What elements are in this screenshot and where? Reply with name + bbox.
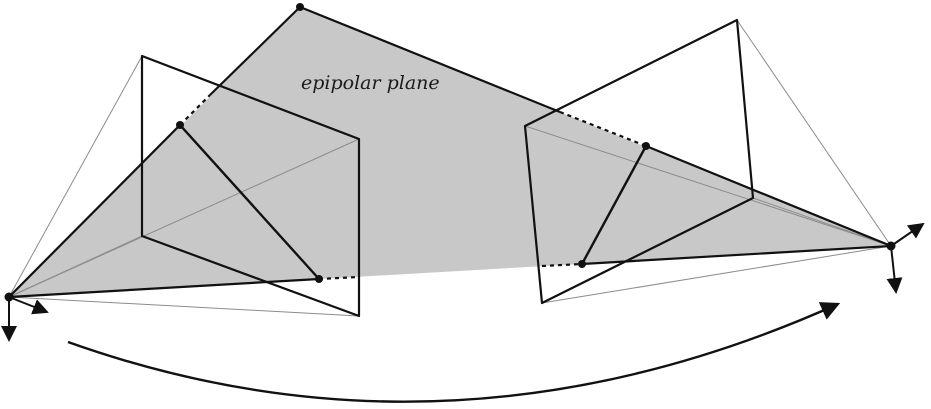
left-projection-ray [8, 6, 301, 298]
left-camera-axes [1, 296, 49, 342]
right-image-plane [523, 18, 755, 305]
baseline [8, 244, 892, 299]
right-projection-ray [299, 5, 892, 248]
right-camera-axes [886, 222, 925, 294]
camera-motion-arrow [67, 302, 841, 403]
left-epipole [315, 275, 323, 283]
left-camera-frustum-rays [8, 55, 360, 317]
left-image-plane [140, 54, 361, 318]
right-camera-frustum-rays [524, 19, 892, 304]
epipolar-plane [9, 7, 891, 297]
left-image-point [176, 121, 184, 129]
right-epipolar-line [580, 145, 648, 265]
right-image-point [642, 142, 650, 150]
right-epipole [578, 260, 586, 268]
left-epipolar-line [179, 124, 320, 280]
epipolar-plane-label: epipolar plane [301, 72, 440, 94]
scene-point [296, 3, 304, 11]
